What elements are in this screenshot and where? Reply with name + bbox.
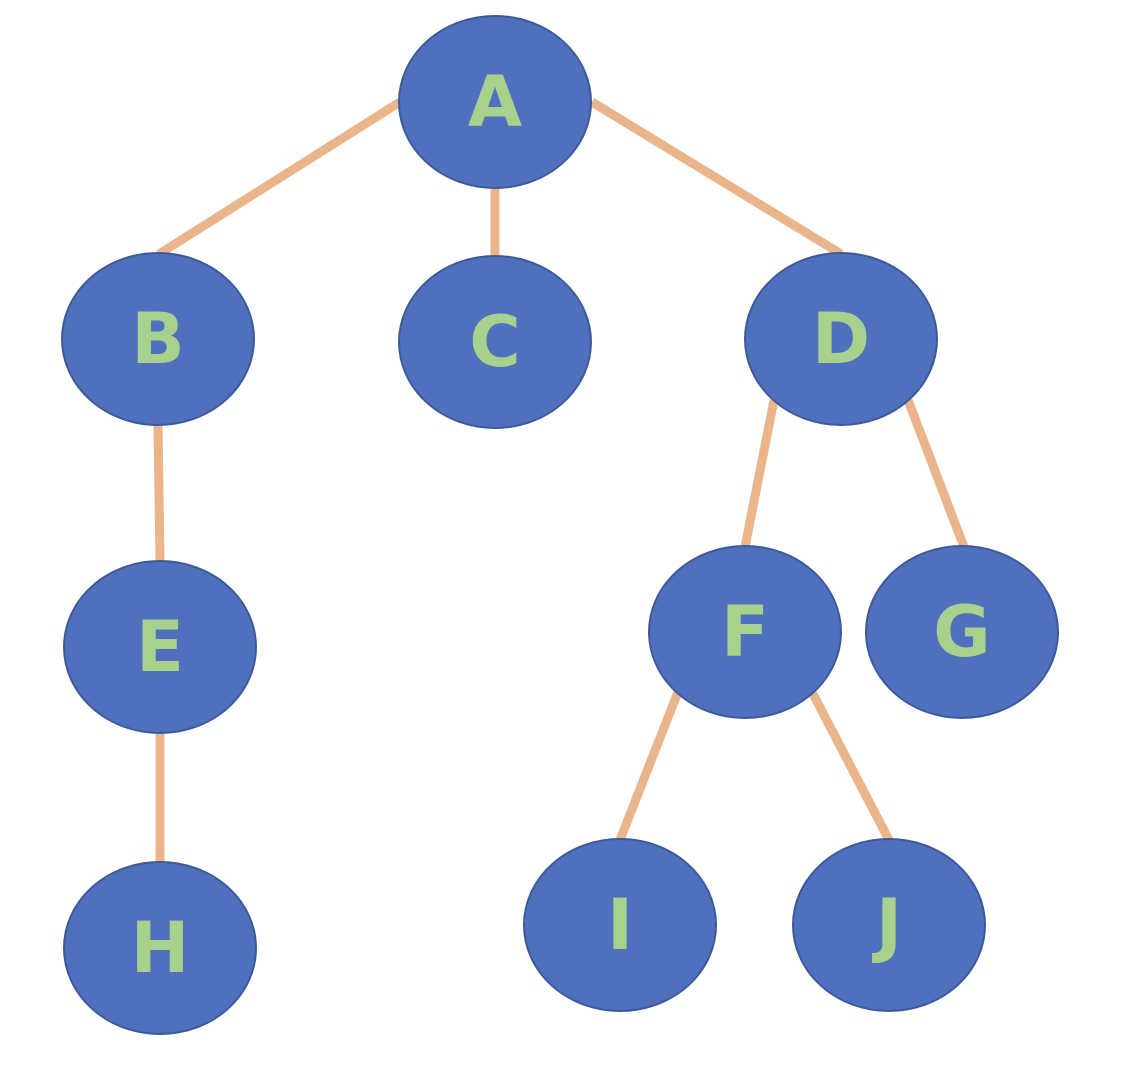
- edge-a-b: [156, 98, 403, 258]
- node-g-circle: [865, 545, 1059, 719]
- edge-d-g: [903, 398, 969, 549]
- node-b-label: B: [131, 298, 184, 380]
- nodes-layer: A B C D E F G H: [61, 15, 1059, 1035]
- edge-f-j: [808, 689, 893, 843]
- node-g-label: G: [933, 591, 990, 673]
- node-b-circle: [61, 252, 255, 426]
- node-a-label: A: [468, 61, 522, 143]
- node-i: I: [523, 838, 717, 1012]
- node-i-label: I: [607, 884, 633, 966]
- node-j-circle: [792, 838, 986, 1012]
- edge-a-d: [589, 98, 844, 258]
- node-d: D: [744, 252, 938, 426]
- node-g: G: [865, 545, 1059, 719]
- node-c: C: [398, 255, 592, 429]
- node-i-circle: [523, 838, 717, 1012]
- node-a: A: [398, 15, 592, 189]
- node-d-circle: [744, 252, 938, 426]
- node-a-circle: [398, 15, 592, 189]
- node-h: H: [63, 861, 257, 1035]
- node-c-label: C: [469, 301, 520, 383]
- node-f-label: F: [721, 591, 769, 673]
- node-j-label: J: [872, 884, 902, 966]
- node-f-circle: [648, 545, 842, 719]
- node-e-label: E: [136, 606, 184, 688]
- node-j: J: [792, 838, 986, 1012]
- edge-f-i: [615, 690, 683, 842]
- node-b: B: [61, 252, 255, 426]
- edge-d-f: [740, 399, 779, 548]
- node-e-circle: [63, 560, 257, 734]
- edges-layer: [153, 98, 969, 863]
- node-h-circle: [63, 861, 257, 1035]
- node-e: E: [63, 560, 257, 734]
- node-d-label: D: [812, 298, 870, 380]
- node-h-label: H: [131, 907, 190, 989]
- node-f: F: [648, 545, 842, 719]
- edge-b-e: [153, 424, 165, 562]
- node-c-circle: [398, 255, 592, 429]
